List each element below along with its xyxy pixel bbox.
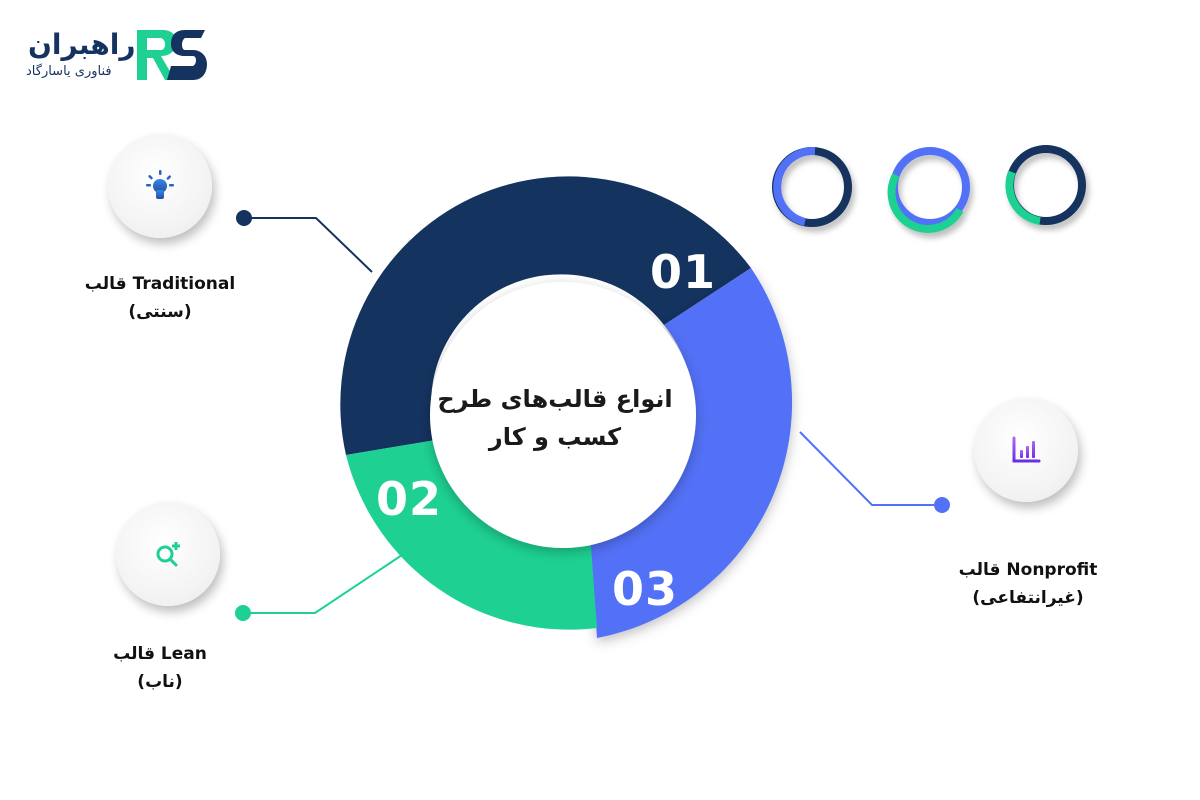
decor-ring-2 <box>887 147 970 233</box>
segment-03 <box>590 268 793 638</box>
segment-02 <box>346 440 597 630</box>
decor-ring-1 <box>772 146 852 227</box>
connector-lean <box>235 554 403 621</box>
label-traditional-title: قالب Traditional <box>84 274 236 294</box>
diagram-title-line2: کسب و کار <box>488 423 622 451</box>
diagram-title-line1: انواع قالب‌های طرح <box>437 385 673 413</box>
label-traditional: قالب Traditional (سنتی) <box>60 270 260 326</box>
segment-number-03: 03 <box>612 562 679 616</box>
label-nonprofit: قالب Nonprofit (غیرانتفاعی) <box>928 556 1128 612</box>
search-plus-icon <box>156 542 180 567</box>
segment-01 <box>340 176 751 456</box>
logo-subtitle: فناوری یاسارگاد <box>26 64 112 79</box>
label-nonprofit-title: قالب Nonprofit <box>958 560 1098 580</box>
decor-ring-3 <box>1005 145 1086 225</box>
bar-chart-icon <box>1012 436 1041 463</box>
nonprofit-icon-circle <box>974 398 1078 502</box>
traditional-icon-circle <box>108 134 212 238</box>
connector-traditional <box>236 210 373 273</box>
connector-nonprofit <box>799 431 950 513</box>
rs-logo-mark-icon <box>137 30 207 80</box>
segment-number-01: 01 <box>650 245 717 299</box>
lean-icon-circle <box>116 502 220 606</box>
label-lean-title: قالب Lean <box>113 644 207 664</box>
diagram-title: انواع قالب‌های طرح کسب و کار <box>420 380 690 456</box>
label-nonprofit-sub: (غیرانتفاعی) <box>972 588 1084 608</box>
label-lean: قالب Lean (ناب) <box>60 640 260 696</box>
logo-title: راهبران <box>28 28 136 61</box>
lightbulb-icon <box>146 170 174 199</box>
label-lean-sub: (ناب) <box>137 672 183 692</box>
segment-number-02: 02 <box>376 472 443 526</box>
label-traditional-sub: (سنتی) <box>128 302 192 322</box>
